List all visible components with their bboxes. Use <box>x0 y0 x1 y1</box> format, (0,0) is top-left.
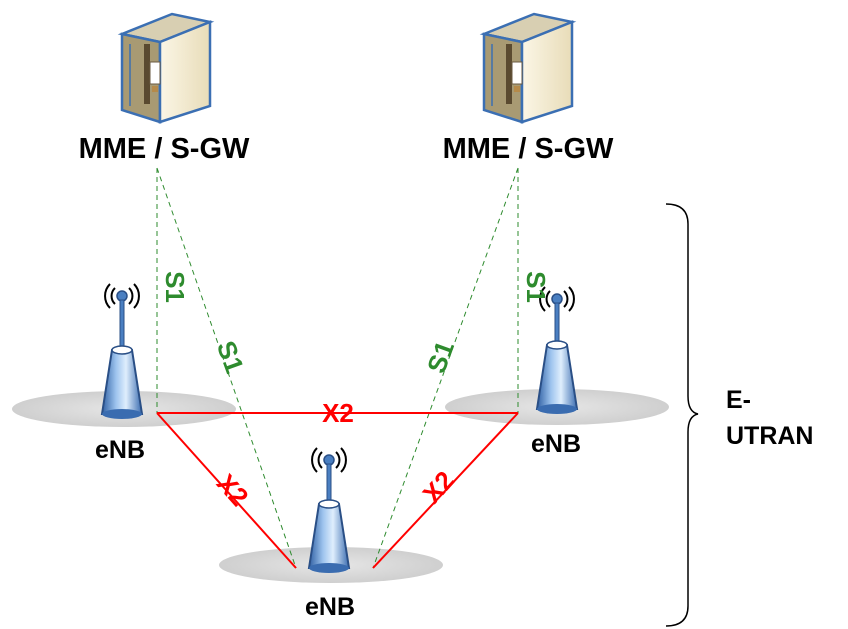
server-icon <box>479 12 577 124</box>
region-label-line2: UTRAN <box>726 422 814 450</box>
enb-antenna-icon <box>307 447 351 573</box>
server-left <box>117 12 215 124</box>
enb-bottom-label: eNB <box>305 593 355 621</box>
enb-right <box>535 286 579 414</box>
enb-left-label: eNB <box>95 436 145 464</box>
server-left-label: MME / S-GW <box>79 133 250 165</box>
x2-line-right <box>372 412 519 569</box>
x2-line-left <box>156 412 297 569</box>
x2-links <box>156 412 519 569</box>
enb-right-label: eNB <box>531 430 581 458</box>
s1-label-left-vertical: S1 <box>160 271 190 303</box>
enb-antenna-icon <box>100 283 144 419</box>
s1-label-right-vertical: S1 <box>521 271 551 303</box>
e-utran-brace <box>665 203 699 627</box>
s1-links <box>156 167 519 569</box>
enb-left <box>100 283 144 419</box>
enb-antenna-icon <box>535 286 579 414</box>
s1-label-left-diagonal: S1 <box>211 337 250 377</box>
x2-label-left: X2 <box>211 468 255 512</box>
s1-label-right-diagonal: S1 <box>421 337 460 377</box>
server-icon <box>117 12 215 124</box>
x2-label-right: X2 <box>417 465 461 509</box>
s1-line-right-diagonal <box>372 167 519 569</box>
server-right-label: MME / S-GW <box>443 133 614 165</box>
server-right <box>479 12 577 124</box>
x2-label-top: X2 <box>322 398 354 428</box>
region-label-line1: E- <box>726 386 751 414</box>
enb-bottom <box>307 447 351 573</box>
s1-line-left-diagonal <box>156 167 297 569</box>
